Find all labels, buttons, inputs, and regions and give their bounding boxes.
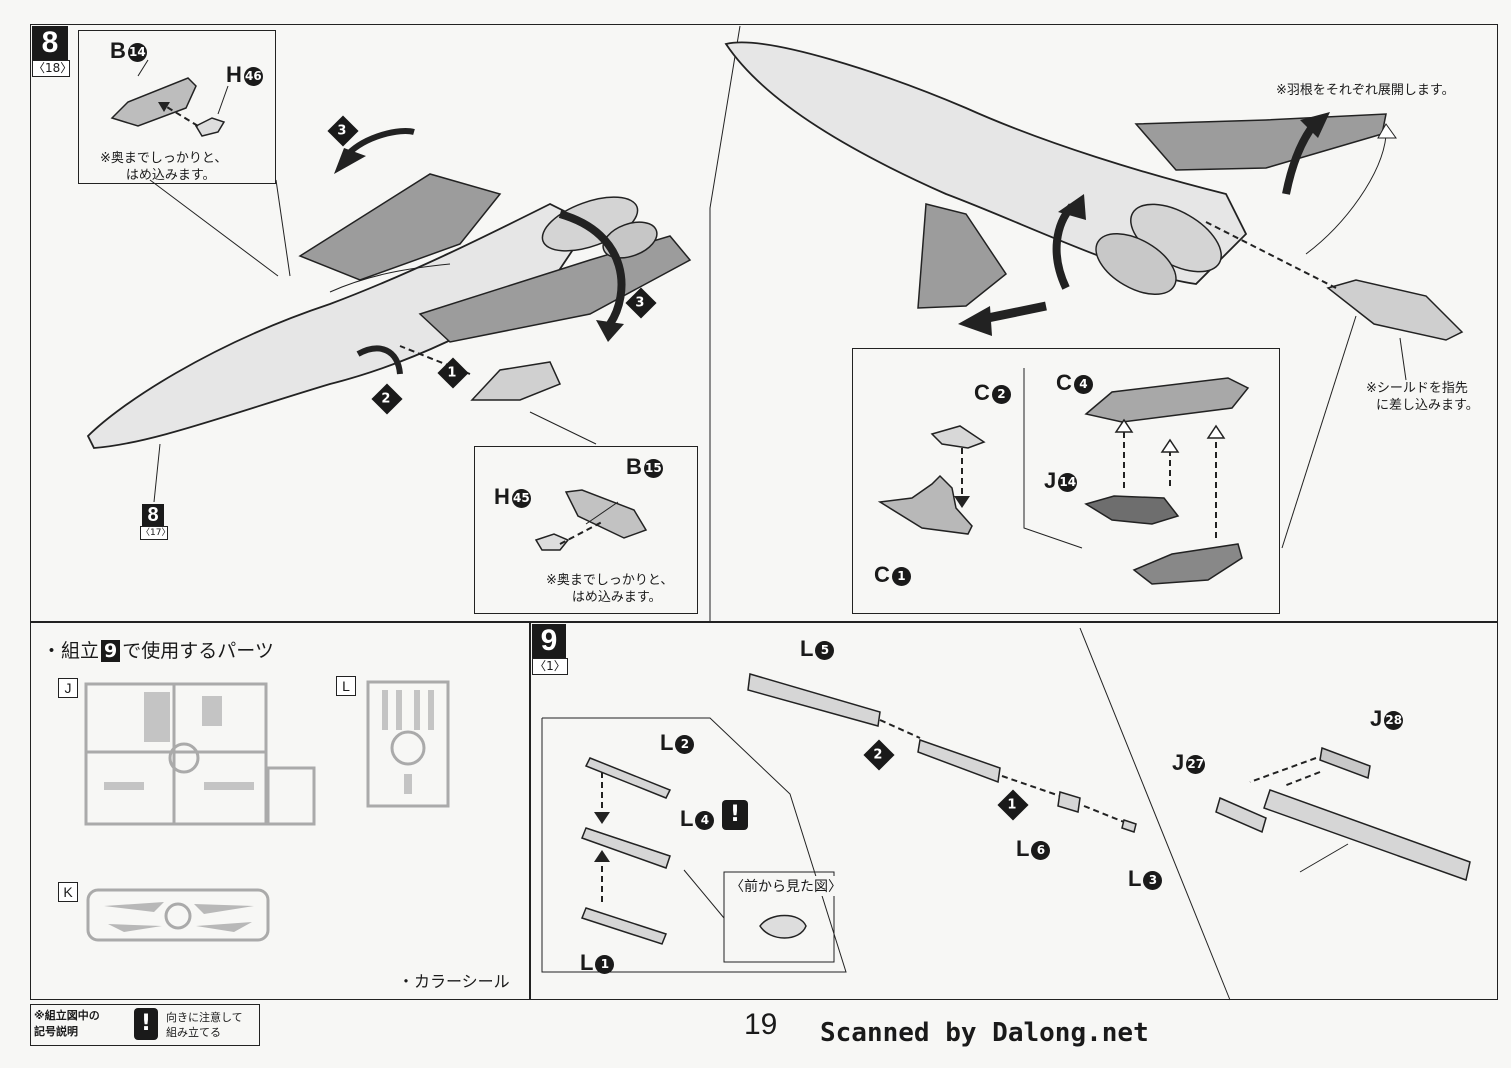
shield-inset bbox=[852, 348, 1280, 614]
step9-gun-drawing bbox=[581, 673, 1471, 963]
step8-sub: 〈18〉 bbox=[32, 60, 73, 77]
step8-panel bbox=[30, 24, 1498, 622]
runner-k-diagram bbox=[86, 888, 270, 942]
inset-top-parts-drawing bbox=[110, 59, 229, 137]
step8-aircraft-left bbox=[86, 128, 692, 503]
step8-bottom-sub: 〈17〉 bbox=[140, 526, 171, 540]
step9-badge: 9 bbox=[532, 624, 566, 658]
inset-bottom-note: ※奥までしっかりと、はめ込みます。 bbox=[546, 573, 674, 605]
shield-inset-drawing bbox=[877, 368, 1250, 585]
inset-bottom bbox=[474, 446, 698, 614]
legend-title: ※組立図中の記号説明 bbox=[34, 1009, 100, 1038]
runner-tag-j: J bbox=[58, 678, 78, 698]
legend-box bbox=[30, 1004, 260, 1046]
front-view-label: 〈前から見た図〉 bbox=[730, 876, 842, 896]
scan-credit: Scanned by Dalong.net bbox=[820, 1018, 1149, 1048]
step8-bottom-badge: 8 bbox=[142, 504, 164, 526]
legend-caution-icon: ! bbox=[134, 1008, 158, 1040]
inset-top-note: ※奥までしっかりと、はめ込みます。 bbox=[100, 151, 228, 183]
step9-sub: 〈1〉 bbox=[532, 658, 568, 675]
inset-bottom-parts-drawing bbox=[534, 489, 648, 551]
runner-j-diagram bbox=[84, 682, 316, 826]
page-number: 19 bbox=[744, 1008, 778, 1041]
step8-note-shield: ※シールドを指先に差し込みます。 bbox=[1366, 381, 1479, 413]
step8-note-wings: ※羽根をそれぞれ展開します。 bbox=[1276, 83, 1455, 98]
step8-aircraft-right bbox=[724, 41, 1464, 549]
runner-l-diagram bbox=[366, 680, 450, 808]
inset-top-left bbox=[78, 30, 276, 184]
parts-panel bbox=[30, 622, 530, 1000]
step8-divider bbox=[709, 25, 741, 622]
runner-tag-l: L bbox=[336, 676, 356, 696]
step9-panel bbox=[530, 622, 1498, 1000]
caution-icon: ! bbox=[722, 800, 748, 830]
runner-tag-k: K bbox=[58, 882, 78, 902]
step8-badge: 8 bbox=[32, 26, 68, 60]
legend-text: 向きに注意して組み立てる bbox=[166, 1011, 243, 1039]
color-sticker-label: ・カラーシール bbox=[398, 972, 510, 991]
